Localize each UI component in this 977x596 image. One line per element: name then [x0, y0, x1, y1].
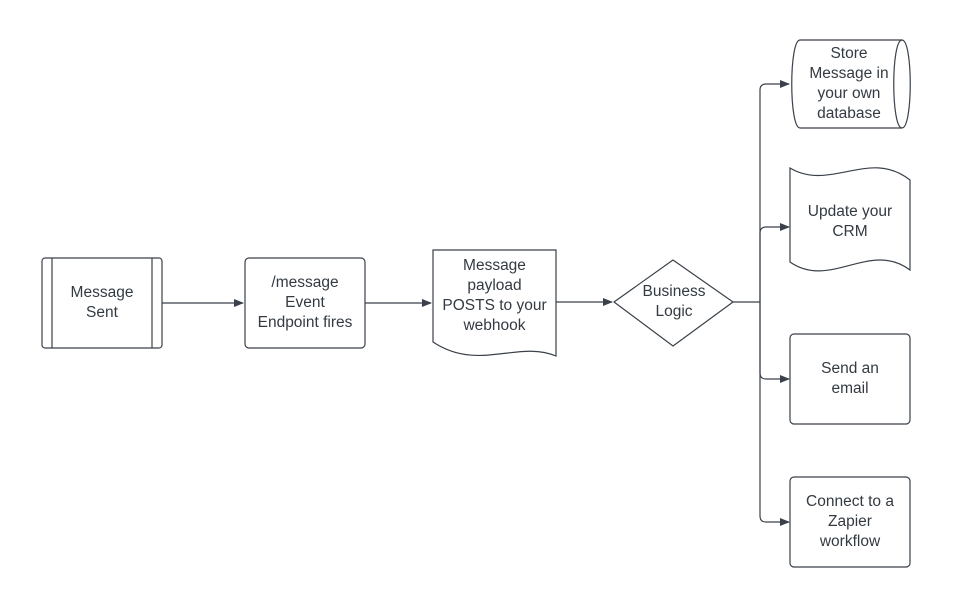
zapier-node[interactable] — [789, 476, 911, 568]
database-node[interactable] — [791, 39, 911, 129]
edge-logic-to-crm — [759, 223, 790, 302]
crm-label: Update your CRM — [807, 202, 893, 240]
database-label: Store Message in your own database — [809, 44, 889, 123]
send-email-label: Send an email — [821, 359, 879, 397]
business-logic-label: Business Logic — [642, 282, 706, 320]
crm-tape-node[interactable] — [789, 166, 911, 272]
send-email-node[interactable] — [789, 333, 911, 425]
edge-logic-to-email — [759, 302, 790, 383]
endpoint-label: /message Event Endpoint fires — [257, 273, 353, 332]
payload-label: Message payload POSTS to your webhook — [442, 256, 547, 335]
edge-logic-to-zapier — [759, 302, 790, 526]
edge-logic-to-database — [759, 80, 790, 302]
business-logic-decision-node[interactable] — [613, 259, 734, 347]
message-sent-label: Message Sent — [70, 283, 134, 321]
zapier-label: Connect to a Zapier workflow — [806, 492, 894, 551]
payload-document-node[interactable] — [432, 249, 557, 357]
